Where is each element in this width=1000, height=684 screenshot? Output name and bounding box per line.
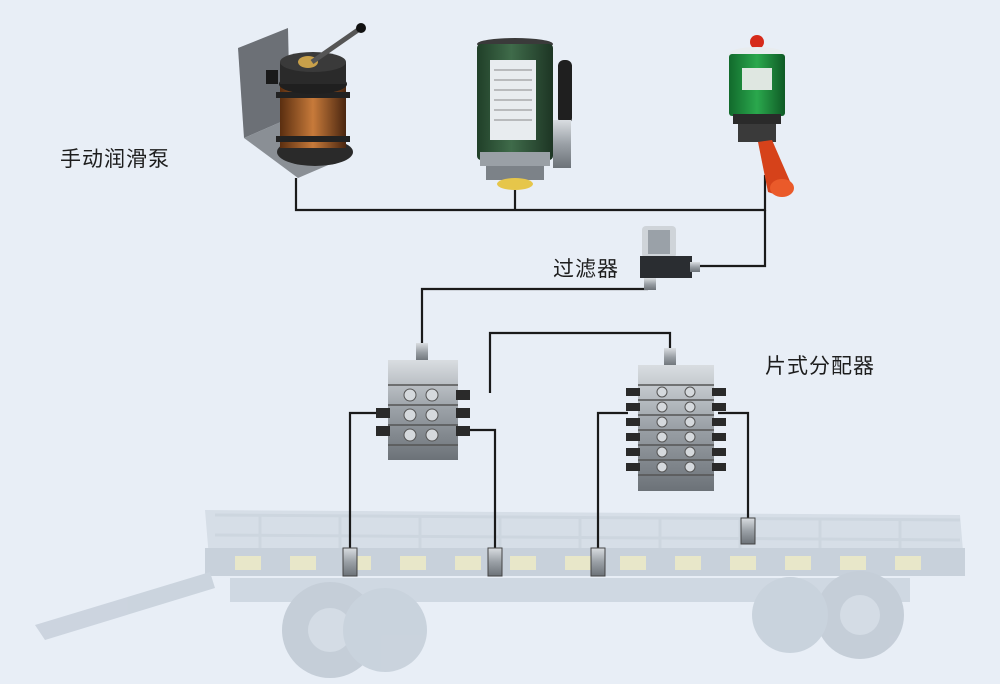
grease-nipple-icon — [342, 517, 756, 577]
trailer-icon — [35, 510, 965, 678]
filter-icon — [640, 226, 700, 290]
manual-pump-bracket-icon — [238, 23, 366, 178]
manual-pump-label: 手动润滑泵 — [60, 147, 170, 171]
distributor-small-icon — [376, 343, 470, 460]
distributor-large-icon — [626, 348, 726, 491]
manual-pump-grease-icon — [729, 35, 794, 197]
manual-pump-handle-icon — [477, 38, 572, 190]
pipe-lines — [294, 175, 767, 550]
trailer-stripes — [235, 556, 921, 570]
distributor-label: 片式分配器 — [765, 354, 875, 378]
filter-label: 过滤器 — [553, 257, 619, 281]
